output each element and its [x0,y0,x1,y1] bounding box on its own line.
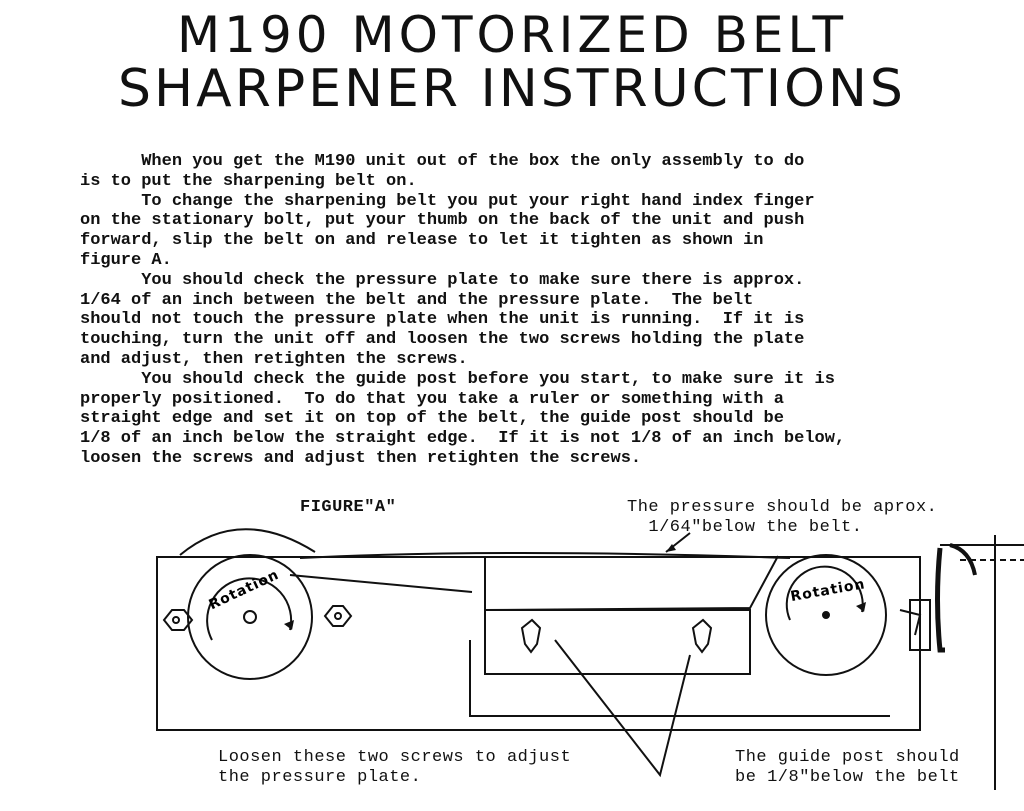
title-line-2: SHARPENER INSTRUCTIONS [118,59,906,119]
left-wheel [187,554,313,680]
instructions-body: When you get the M190 unit out of the bo… [80,152,846,468]
screws-caption: Loosen these two screws to adjust the pr… [218,748,572,787]
pressure-caption: The pressure should be aprox. 1/64"below… [627,498,938,537]
belt-top [299,552,791,559]
side-bolt [323,605,353,627]
guide-post-caption: The guide post should be 1/8"below the b… [735,748,960,787]
rotation-label-left: Rotation [206,567,281,613]
unit-base [156,556,921,731]
screw-right [691,618,713,654]
rotation-arrow-right [785,565,864,621]
screw-left [520,618,542,654]
stationary-bolt [162,609,194,631]
title-line-1: M190 MOTORIZED BELT [177,6,847,64]
figure-label: FIGURE"A" [300,498,397,517]
guide-post [909,599,931,651]
belt-lower-line [289,574,473,593]
pressure-plate-housing [484,555,779,612]
guide-post-rod [935,547,945,653]
belt-wrap-left [179,528,316,556]
right-axle [822,611,830,619]
pointer-screws [554,639,691,778]
right-wheel [765,554,887,676]
left-axle [243,610,257,624]
lower-housing [469,640,890,717]
pressure-plate [484,609,751,675]
rotation-label-right: Rotation [789,576,866,605]
rotation-arrow-left [206,577,293,641]
